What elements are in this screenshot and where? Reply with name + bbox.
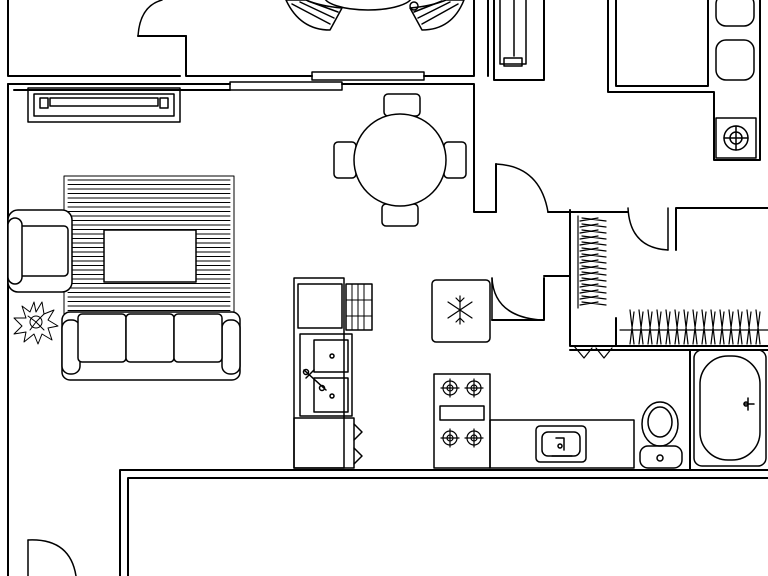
vanity xyxy=(490,420,634,468)
closet-door-swing[interactable] xyxy=(492,278,540,320)
sink-basin-bottom xyxy=(314,378,348,412)
balcony-furniture xyxy=(286,0,526,66)
balcony-bench-foot xyxy=(504,58,522,66)
bath-door-swing[interactable] xyxy=(628,208,668,250)
dining-chair-left xyxy=(334,142,356,178)
right-room-wall xyxy=(608,0,760,160)
bathtub xyxy=(694,350,766,466)
sliding-door-panel-a xyxy=(230,82,342,90)
closet-inner-wall xyxy=(492,278,544,320)
tv-stand-inner xyxy=(34,94,174,116)
dryer xyxy=(716,40,754,80)
kitchen-left-counter xyxy=(294,278,372,468)
double-sink xyxy=(300,334,352,416)
refrigerator-left xyxy=(298,284,342,328)
dining-set xyxy=(334,94,466,226)
doors xyxy=(28,0,668,576)
closet-shelving xyxy=(574,216,768,358)
hanging-rod-horizontal xyxy=(620,310,768,344)
closet-wall xyxy=(570,210,768,346)
sink-basin-top xyxy=(314,340,348,372)
dining-chair-right xyxy=(444,142,466,178)
washer xyxy=(716,0,754,26)
coffee-table xyxy=(104,230,196,282)
balcony-table xyxy=(324,0,412,10)
tv-screen xyxy=(50,98,158,106)
armchair xyxy=(8,210,72,292)
laundry xyxy=(716,0,756,158)
tv-base xyxy=(40,98,48,108)
counter-left xyxy=(294,278,344,468)
balcony-chair-knob xyxy=(410,2,418,10)
balcony-door-swing[interactable] xyxy=(138,0,162,36)
dining-chair-top xyxy=(384,94,420,116)
sliding-door-panel-b xyxy=(312,72,424,80)
snowflake-icon xyxy=(448,296,472,324)
balcony-right-wall xyxy=(424,0,474,76)
kitchen-right-counter xyxy=(432,280,490,468)
bedroom-door-swing[interactable] xyxy=(28,540,76,576)
hanging-rod-vertical xyxy=(578,216,606,308)
wine-rack-slats xyxy=(346,284,372,330)
faucet xyxy=(304,370,326,390)
bathroom-wall xyxy=(570,350,768,470)
vanity-faucet xyxy=(552,438,572,456)
closet-door-marks xyxy=(574,346,612,358)
dining-chair-bottom xyxy=(382,204,418,226)
tv-stand xyxy=(28,88,180,122)
rug xyxy=(64,176,234,320)
tv-console xyxy=(28,88,180,122)
hall-wall xyxy=(496,164,768,250)
burners xyxy=(441,379,483,447)
potted-plant xyxy=(14,302,58,344)
bathroom xyxy=(490,350,766,468)
dishwasher xyxy=(294,418,354,468)
hall-door-swing[interactable] xyxy=(496,164,548,212)
sofa xyxy=(62,312,240,380)
balcony-bench xyxy=(500,0,526,64)
tv-base-right xyxy=(160,98,168,108)
round-dining-table xyxy=(354,114,446,206)
vanity-sink xyxy=(536,426,586,462)
balcony-wall-inner xyxy=(488,0,544,80)
toilet xyxy=(640,402,682,468)
right-room-inner xyxy=(616,0,708,86)
cabinet-handles xyxy=(354,424,362,464)
refrigerator xyxy=(432,280,490,342)
water-heater-box xyxy=(716,118,756,158)
wine-rack xyxy=(346,284,372,330)
range-control-panel xyxy=(440,406,484,420)
bedroom-wall xyxy=(120,470,768,576)
living-top-wall xyxy=(8,84,496,212)
balcony-chair-left xyxy=(286,0,342,30)
balcony-wall xyxy=(8,0,312,76)
